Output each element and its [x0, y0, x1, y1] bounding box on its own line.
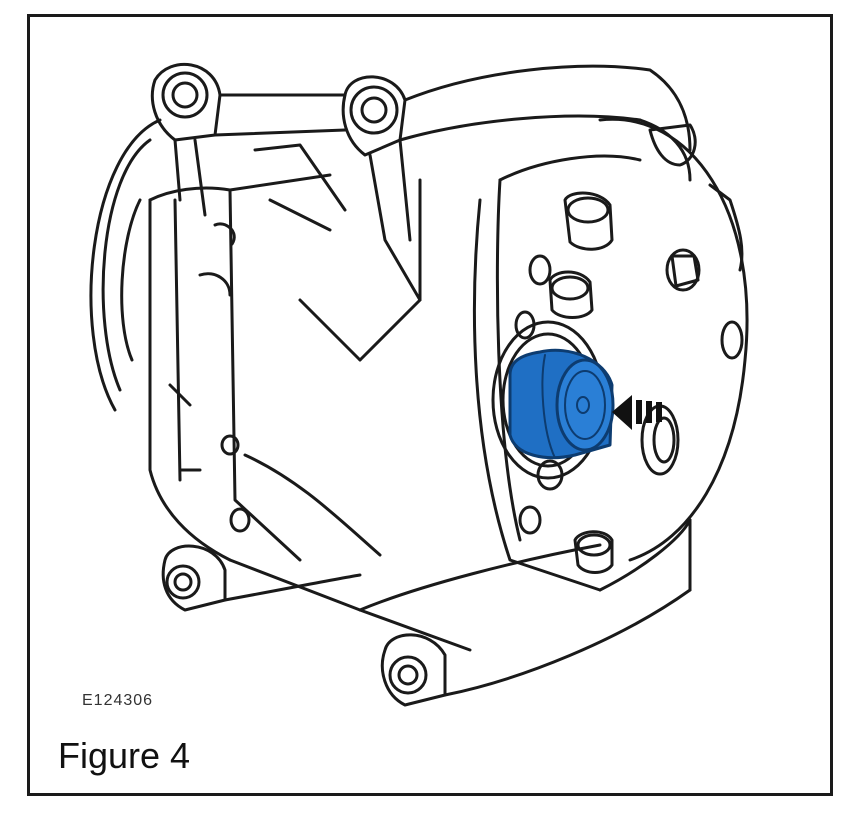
compressor-body — [148, 173, 602, 652]
top-mounting-lug-center — [341, 75, 422, 302]
figure-frame — [27, 14, 833, 796]
rear-head-housing — [472, 117, 749, 592]
pulley — [89, 118, 162, 412]
head-bolts — [514, 191, 744, 574]
illustration-reference-code: E124306 — [82, 692, 154, 709]
direction-arrow — [612, 395, 662, 430]
figure-caption: Figure 4 — [58, 735, 191, 776]
bottom-mounting-lug-left — [161, 544, 362, 612]
bottom-mounting-lug-right — [380, 518, 692, 707]
top-mounting-lug-left — [150, 63, 222, 217]
highlighted-cap — [508, 348, 615, 460]
body-bolts — [220, 434, 251, 533]
upper-housing — [213, 64, 692, 232]
